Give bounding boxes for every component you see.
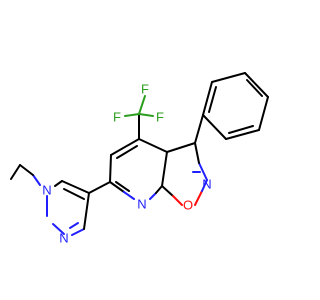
pyrazole-n1-label: N bbox=[42, 183, 51, 198]
isoxazole-ring bbox=[161, 142, 208, 206]
pyridine-n-label: N bbox=[137, 197, 146, 212]
fluorine-1-label: F bbox=[141, 82, 149, 97]
molecule-structure-diagram: N N N O N F F F bbox=[10, 72, 269, 246]
fluorine-2-label: F bbox=[113, 110, 121, 125]
pyridine-ring bbox=[109, 138, 168, 200]
fluorine-3-label: F bbox=[156, 110, 164, 125]
isoxazole-o-label: O bbox=[183, 198, 193, 213]
pyrazole-ring bbox=[46, 180, 90, 236]
phenyl-ring bbox=[202, 72, 269, 140]
pyridine-pyrazole-bond bbox=[88, 181, 111, 194]
ethyl-group bbox=[10, 164, 41, 186]
phenyl-isoxazole-bond bbox=[194, 114, 204, 144]
trifluoromethyl-group bbox=[124, 95, 154, 140]
isoxazole-n-label: N bbox=[202, 177, 211, 192]
pyrazole-n2-label: N bbox=[59, 231, 68, 246]
